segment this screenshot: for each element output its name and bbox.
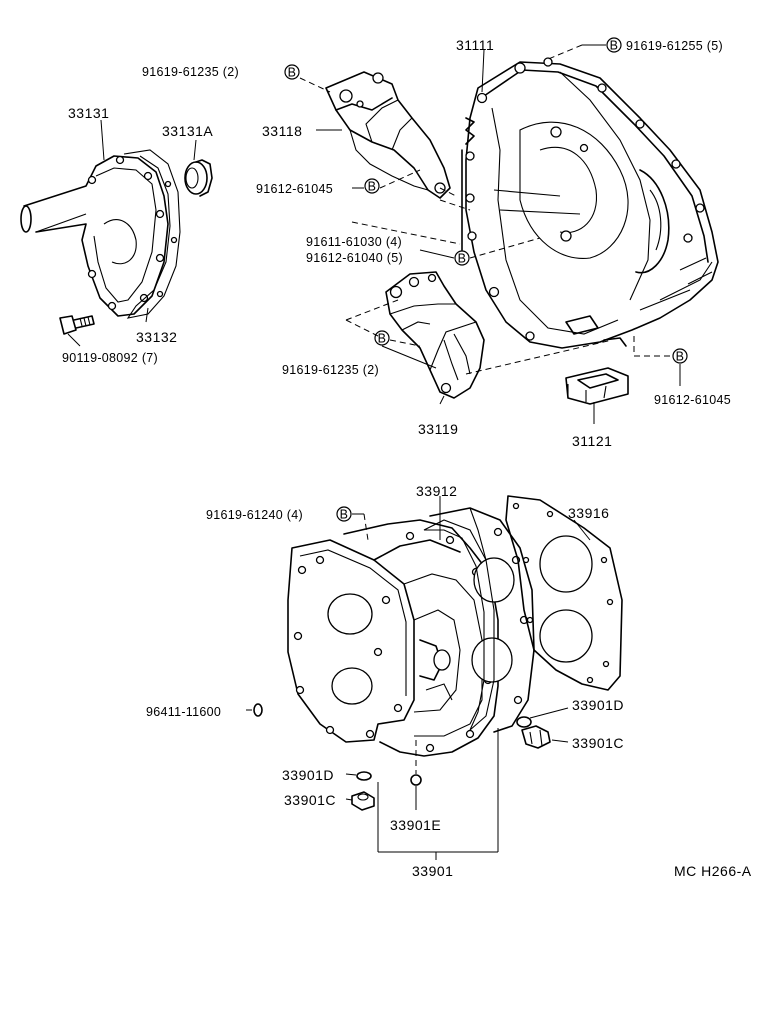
label-33901C-left: 33901C: [284, 792, 336, 808]
plug-33901C-right: [516, 716, 551, 749]
label-33132: 33132: [136, 329, 177, 345]
boot-31121: [565, 367, 629, 405]
label-91619-61255: 91619-61255 (5): [626, 39, 723, 53]
o-ring-33901E: [410, 774, 422, 786]
bracket-33118: [325, 71, 451, 199]
gasket-33916: [505, 495, 623, 691]
label-91611-61030: 91611-61030 (4): [306, 235, 402, 249]
bolt-marker-icon: B: [336, 506, 352, 522]
label-96411-11600: 96411-11600: [146, 705, 221, 719]
svg-text:B: B: [368, 180, 377, 194]
label-33131: 33131: [68, 105, 109, 121]
label-91619-61240: 91619-61240 (4): [206, 508, 303, 522]
label-33912: 33912: [416, 483, 457, 499]
label-33916: 33916: [568, 505, 609, 521]
label-90119-08092: 90119-08092 (7): [62, 351, 158, 365]
svg-text:B: B: [676, 350, 685, 364]
label-33901: 33901: [412, 863, 453, 879]
label-91612-61040: 91612-61040 (5): [306, 251, 403, 265]
part-labels: 31111 91619-61255 (5) 91619-61235 (2) 33…: [62, 37, 752, 879]
bolt-marker-icon: B: [374, 330, 390, 346]
plug-33901C-left: [351, 771, 375, 811]
svg-text:B: B: [610, 39, 619, 53]
label-33131A: 33131A: [162, 123, 213, 139]
bracket-33119: [385, 271, 485, 399]
svg-text:B: B: [340, 508, 349, 522]
bolt-marker-icon: B: [606, 37, 622, 53]
bolt-marker-icon: B: [672, 348, 688, 364]
bolt-marker-icon: B: [454, 250, 470, 266]
leader-lines: [67, 44, 681, 860]
gasket-33132: [123, 149, 181, 319]
label-33901C-right: 33901C: [572, 735, 624, 751]
label-31121: 31121: [572, 433, 612, 449]
svg-text:B: B: [458, 252, 467, 266]
clutch-housing-31111: [461, 57, 719, 349]
pin-96411-11600: [253, 703, 263, 717]
extension-housing-33131: [20, 155, 169, 317]
label-33118: 33118: [262, 123, 302, 139]
diagram-code: MC H266-A: [674, 863, 752, 879]
label-33901D-left: 33901D: [282, 767, 334, 783]
label-33901E: 33901E: [390, 817, 441, 833]
bolt-marker-icon: B: [284, 64, 300, 80]
bolt-markers: B B B B B B B: [284, 37, 688, 522]
label-91612-61045-b: 91612-61045: [654, 393, 731, 407]
transmission-case-assembly: [287, 507, 535, 757]
label-33119: 33119: [418, 421, 458, 437]
svg-text:B: B: [378, 332, 387, 346]
bolt-marker-icon: B: [364, 178, 380, 194]
gasket-33912: [423, 519, 495, 731]
label-91612-61045-a: 91612-61045: [256, 182, 333, 196]
label-33901D-right: 33901D: [572, 697, 624, 713]
bolt-90119-08092: [59, 315, 95, 335]
label-31111: 31111: [456, 37, 494, 53]
oil-seal-33131A: [184, 159, 213, 197]
svg-text:B: B: [288, 66, 297, 80]
label-91619-61235-top: 91619-61235 (2): [142, 65, 239, 79]
label-91619-61235-bot: 91619-61235 (2): [282, 363, 379, 377]
